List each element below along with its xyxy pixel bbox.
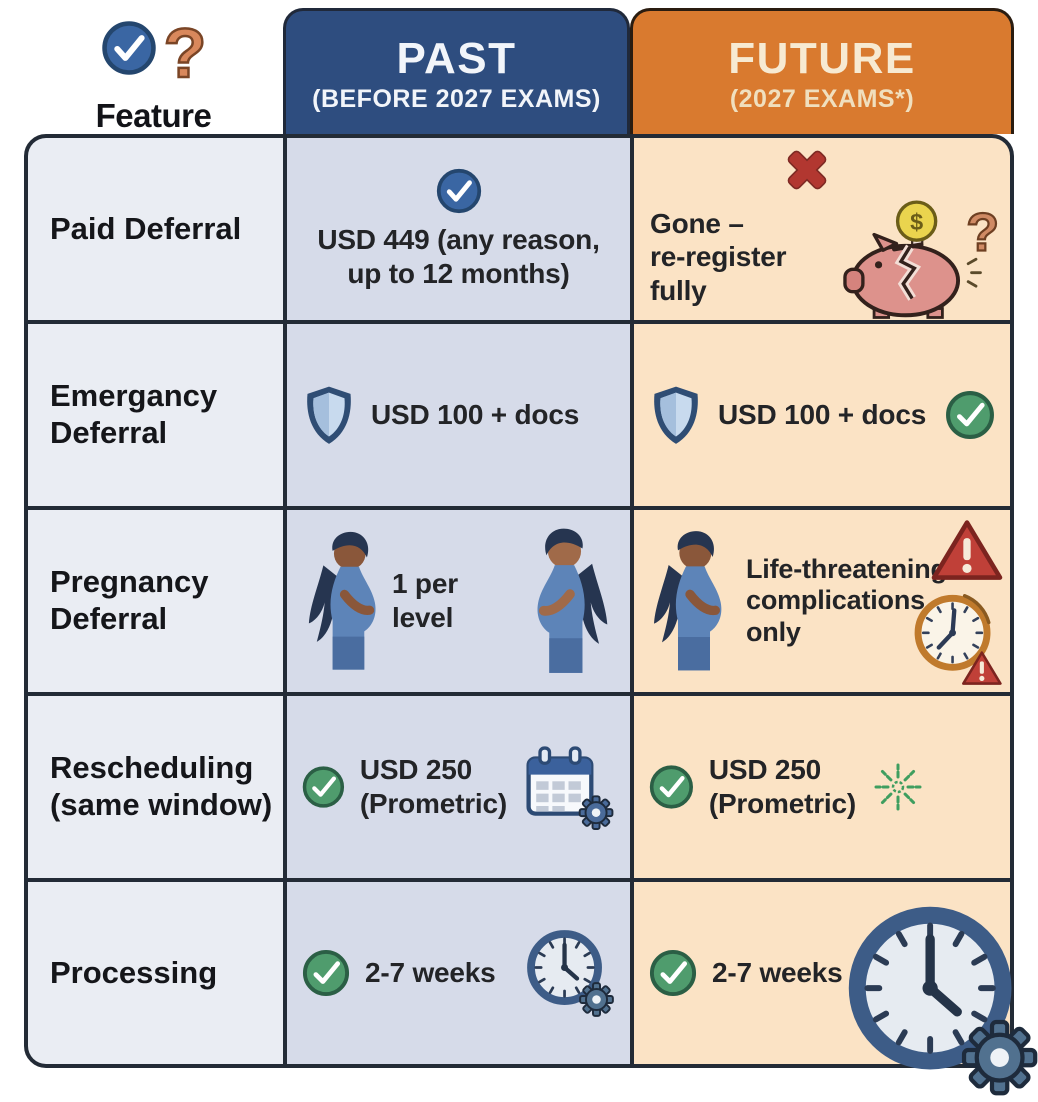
question-mark-icon: ? — [162, 19, 207, 93]
paid-deferral-future-text: Gone – re-register fully — [650, 207, 787, 306]
rescheduling-past-cell: USD 250 (Prometric) — [287, 696, 630, 878]
row-pregnancy-deferral-label: Pregnancy Deferral — [28, 510, 283, 692]
comparison-table: Paid Deferral USD 449 (any reason, up to… — [24, 134, 1014, 1068]
pregnant-woman-icon — [520, 525, 620, 677]
pregnancy-deferral-past-cell: 1 per level — [287, 510, 630, 692]
past-title: PAST — [396, 34, 517, 83]
paid-deferral-past-text: USD 449 (any reason, up to 12 months) — [317, 224, 600, 289]
pregnancy-deferral-past-text: 1 per level — [391, 568, 458, 633]
shield-icon — [648, 384, 704, 446]
future-subtitle: (2027 EXAMS*) — [729, 85, 915, 113]
check-circle-icon — [301, 948, 351, 998]
emergency-deferral-future-cell: USD 100 + docs — [634, 324, 1010, 506]
rescheduling-future-cell: USD 250 (Prometric) — [634, 696, 1010, 878]
processing-past-cell: 2-7 weeks — [287, 882, 630, 1064]
future-column-header: FUTURE (2027 EXAMS*) — [630, 8, 1014, 134]
svg-text:?: ? — [163, 19, 206, 92]
check-circle-icon — [648, 762, 695, 812]
processing-future-text: 2-7 weeks — [712, 957, 843, 989]
pregnant-woman-icon — [297, 525, 392, 677]
clock-gear-icon — [524, 927, 616, 1019]
emergency-deferral-future-text: USD 100 + docs — [718, 399, 927, 431]
check-circle-icon — [301, 762, 346, 812]
warning-triangle-icon — [930, 518, 1004, 584]
emergency-deferral-past-text: USD 100 + docs — [371, 399, 580, 431]
emergency-deferral-past-cell: USD 100 + docs — [287, 324, 630, 506]
row-rescheduling-label: Rescheduling (same window) — [28, 696, 283, 878]
check-circle-icon — [944, 389, 996, 441]
sparkle-icon — [870, 759, 926, 815]
check-circle-icon — [100, 19, 158, 77]
paid-deferral-past-cell: USD 449 (any reason, up to 12 months) — [287, 138, 630, 320]
feature-column-title: Feature — [95, 97, 212, 134]
past-subtitle: (BEFORE 2027 EXAMS) — [312, 85, 601, 113]
pregnancy-deferral-future-cell: Life-threatening complications only — [634, 510, 1010, 692]
calendar-gear-icon — [521, 738, 616, 836]
x-mark-icon — [765, 148, 849, 192]
processing-past-text: 2-7 weeks — [365, 957, 496, 989]
clock-warning-icon — [906, 588, 1006, 688]
clock-gear-large-icon — [842, 900, 1038, 1100]
row-emergency-deferral-label: Emergancy Deferral — [28, 324, 283, 506]
rescheduling-future-text: USD 250 (Prometric) — [708, 754, 856, 819]
paid-deferral-future-cell: Gone – re-register fully — [634, 138, 1010, 320]
feature-header: ? Feature — [24, 8, 283, 134]
check-circle-icon — [435, 167, 483, 215]
broken-piggy-bank-icon — [836, 194, 1004, 320]
row-paid-deferral-label: Paid Deferral — [28, 138, 283, 320]
feature-header-icons: ? — [100, 19, 208, 99]
rescheduling-past-text: USD 250 (Prometric) — [359, 754, 507, 819]
shield-icon — [301, 384, 357, 446]
past-column-header: PAST (BEFORE 2027 EXAMS) — [283, 8, 630, 134]
pregnant-woman-icon — [642, 527, 738, 675]
check-circle-icon — [648, 948, 698, 998]
pregnancy-deferral-future-text: Life-threatening complications only — [746, 554, 947, 647]
future-title: FUTURE — [728, 34, 916, 83]
row-processing-label: Processing — [28, 882, 283, 1064]
table-header: ? Feature PAST (BEFORE 2027 EXAMS) FUTUR… — [24, 8, 1014, 134]
